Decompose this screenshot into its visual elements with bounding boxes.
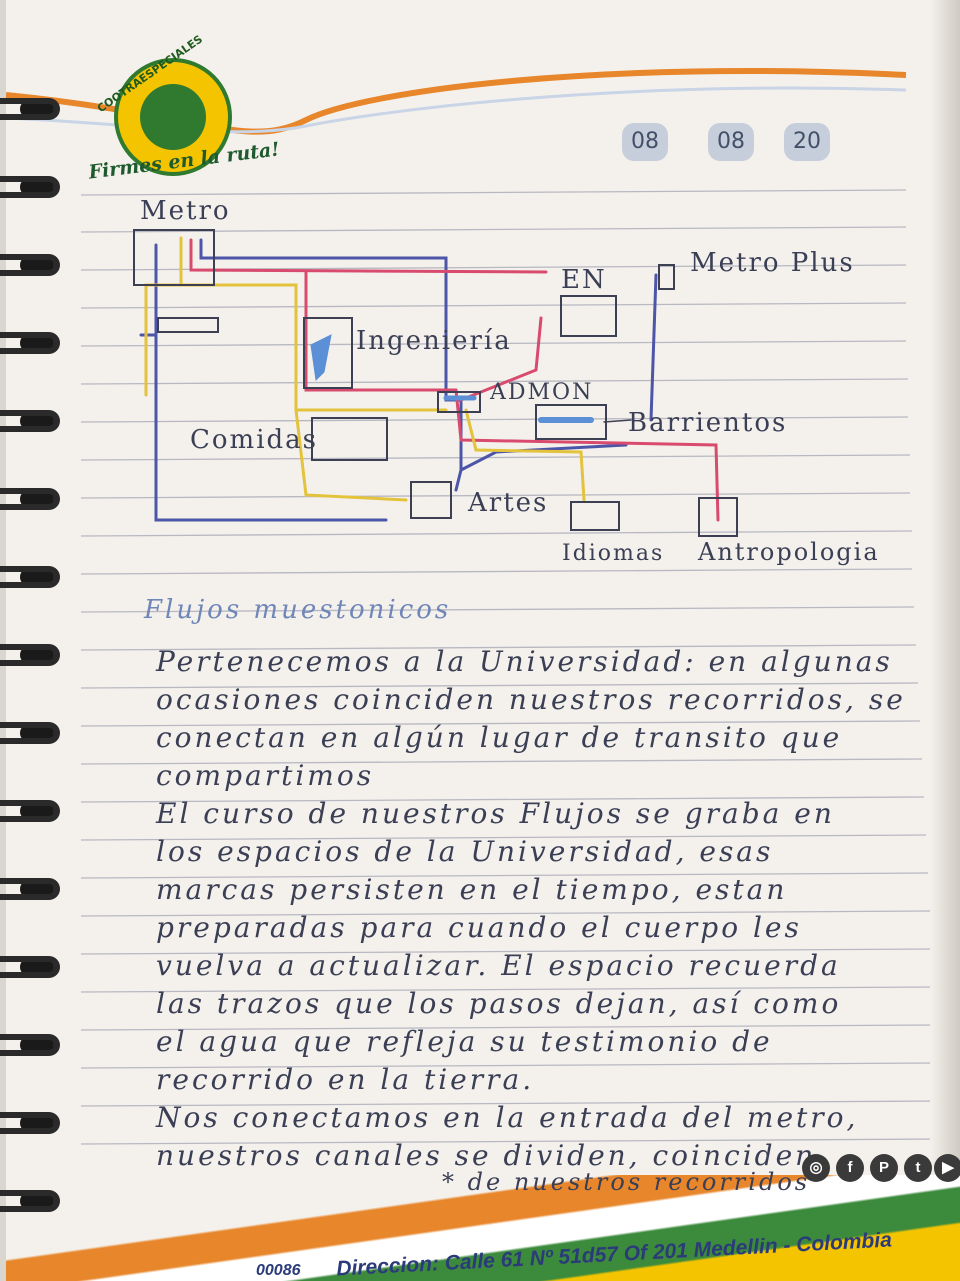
note-line: las trazos que los pasos dejan, así como <box>156 987 842 1020</box>
ring <box>0 1034 60 1056</box>
map-label-idiomas: Idiomas <box>562 541 665 566</box>
date-month: 08 <box>708 123 754 161</box>
note-line: conectan en algún lugar de transito que <box>156 721 843 754</box>
pinterest-icon[interactable]: P <box>870 1154 898 1182</box>
note-line: ocasiones coinciden nuestros recorridos,… <box>156 683 906 716</box>
note-line: Pertenecemos a la Universidad: en alguna… <box>156 645 893 678</box>
youtube-icon[interactable]: ▶ <box>934 1154 960 1182</box>
footer-fragment: 00086 <box>256 1262 301 1279</box>
date-day: 08 <box>622 123 668 161</box>
note-line: El curso de nuestros Flujos se graba en <box>156 797 835 830</box>
note-line: el agua que refleja su testimonio de <box>156 1025 773 1058</box>
ring <box>0 722 60 744</box>
twitter-icon[interactable]: t <box>904 1154 932 1182</box>
ring <box>0 1112 60 1134</box>
note-line: marcas persisten en el tiempo, estan <box>156 873 788 906</box>
ring <box>0 254 60 276</box>
campus-map <box>133 229 738 537</box>
notes-title: Flujos muestonicos <box>144 595 452 625</box>
note-line: Nos conectamos en la entrada del metro, <box>156 1101 859 1134</box>
ring <box>0 1190 60 1212</box>
footnote: * de nuestros recorridos <box>442 1168 811 1196</box>
ring <box>0 566 60 588</box>
ring <box>0 488 60 510</box>
footer-band <box>6 1175 960 1281</box>
ring <box>0 956 60 978</box>
page-edge-shadow <box>930 0 960 1281</box>
map-label-metro: Metro <box>140 196 231 226</box>
ring <box>0 644 60 666</box>
ring <box>0 410 60 432</box>
note-line: vuelva a actualizar. El espacio recuerda <box>156 949 841 982</box>
map-label-barrientos: Barrientos <box>628 408 788 438</box>
note-line: recorrido en la tierra. <box>156 1063 535 1096</box>
note-line: los espacios de la Universidad, esas <box>156 835 774 868</box>
ring <box>0 878 60 900</box>
note-line: compartimos <box>156 759 375 792</box>
map-label-en: EN <box>561 265 607 295</box>
note-line: nuestros canales se dividen, coinciden <box>156 1139 817 1172</box>
date-year: 20 <box>784 123 830 161</box>
tree-emblem-icon <box>140 84 206 150</box>
instagram-icon[interactable]: ◎ <box>802 1154 830 1182</box>
map-label-metro-plus: Metro Plus <box>690 248 855 278</box>
map-label-admon: ADMON <box>490 380 594 405</box>
map-label-artes: Artes <box>468 488 549 518</box>
cooperative-logo: COOTRAESPECIALES <box>95 33 232 176</box>
ring <box>0 332 60 354</box>
ring <box>0 98 60 120</box>
notebook-page: COOTRAESPECIALES Firmes en la ruta! 08 0… <box>6 0 960 1281</box>
map-label-ingenieria: Ingeniería <box>356 326 512 356</box>
ring <box>0 176 60 198</box>
map-label-comidas: Comidas <box>190 425 319 455</box>
note-line: preparadas para cuando el cuerpo les <box>156 911 802 944</box>
map-label-antropologia: Antropologia <box>698 538 880 566</box>
ring <box>0 800 60 822</box>
facebook-icon[interactable]: f <box>836 1154 864 1182</box>
